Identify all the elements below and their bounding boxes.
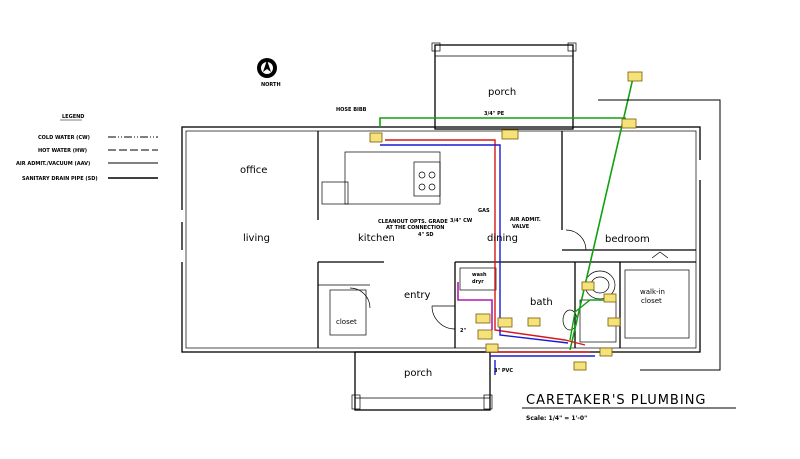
room-living: living: [243, 233, 270, 244]
note-tag: [621, 118, 637, 129]
drawing-title: CARETAKER'S PLUMBING: [526, 393, 707, 408]
note-tag: [599, 347, 613, 357]
cold-water-line: [380, 144, 569, 344]
note-tag: [607, 317, 621, 327]
note-tags: [369, 71, 643, 371]
note-tag: [477, 329, 493, 340]
room-bath: bath: [530, 297, 553, 308]
note-pipe-top: 3/4" PE: [484, 111, 505, 117]
drawing-scale: Scale: 1/4" = 1'-0": [526, 415, 587, 422]
note-bottom-pipe: 3" PVC: [494, 368, 513, 374]
legend-item-vent: AIR ADMIT./VACUUM (AAV): [16, 161, 90, 167]
note-valve: VALVE: [512, 224, 530, 230]
drain-line: [457, 282, 493, 330]
room-walk-in-closet: closet: [641, 297, 662, 305]
note-tag: [369, 132, 383, 143]
note-tag: [573, 361, 587, 371]
vent-branch: [569, 299, 604, 341]
note-tag: [603, 293, 617, 303]
note-hose-bibb: HOSE BIBB: [336, 107, 367, 113]
room-porch-bottom: porch: [404, 368, 432, 379]
note-small: 2": [460, 328, 466, 334]
note-tag: [581, 281, 595, 291]
note-tag: [475, 313, 491, 324]
label-dryer: dryr: [472, 279, 484, 285]
legend-item-drain: SANITARY DRAIN PIPE (SD): [22, 176, 98, 182]
note-cleanout-2: AT THE CONNECTION: [386, 225, 444, 231]
north-label: NORTH: [261, 82, 281, 88]
note-tag: [497, 317, 513, 328]
note-tag: [485, 343, 499, 353]
vent-line-top: [379, 117, 626, 127]
legend-item-cold: COLD WATER (CW): [38, 135, 90, 141]
note-dryer: 3/4" CW: [450, 218, 473, 224]
label-wash: wash: [472, 272, 487, 278]
room-bedroom: bedroom: [605, 234, 650, 245]
leader-line: [598, 99, 721, 371]
note-cleanout-3: 4" SD: [418, 232, 434, 238]
room-dining: dining: [487, 233, 518, 244]
note-tag: [501, 129, 519, 140]
room-porch-top: porch: [488, 87, 516, 98]
walls: [180, 42, 702, 411]
legend-title: LEGEND: [62, 114, 84, 120]
legend-item-hot: HOT WATER (HW): [38, 148, 87, 154]
room-office: office: [240, 165, 267, 176]
note-tag: [527, 317, 541, 327]
room-entry: entry: [404, 290, 431, 301]
note-cleanout-1: CLEANOUT OPTS. GRADE: [378, 219, 448, 225]
room-walk-in: walk-in: [640, 288, 665, 296]
plumbing-pipes: [379, 77, 721, 375]
north-arrow-icon: [257, 58, 277, 78]
note-gas: GAS: [478, 208, 490, 214]
note-tag: [627, 71, 643, 82]
note-air-admit: AIR ADMIT.: [510, 217, 541, 223]
room-kitchen: kitchen: [358, 233, 395, 244]
room-closet: closet: [336, 318, 357, 326]
hot-water-line: [385, 139, 586, 346]
